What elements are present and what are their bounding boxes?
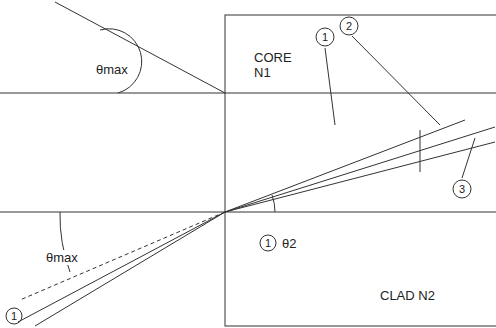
core-boundary	[0, 93, 496, 94]
refracted-ray	[225, 127, 495, 212]
callout-number: 1	[7, 309, 21, 324]
callout-number: 2	[342, 19, 356, 34]
leader-line	[352, 36, 440, 125]
leader-line	[420, 130, 421, 172]
angle-arc	[272, 195, 275, 212]
region-label: CORE N1	[254, 50, 298, 80]
leader-line	[462, 138, 475, 178]
incident-ray	[55, 2, 225, 93]
fiber-outline	[225, 15, 496, 326]
callout-number: 3	[455, 182, 469, 197]
callout-circle	[260, 235, 276, 251]
callout-circle	[453, 180, 471, 198]
callout-circle	[316, 28, 334, 46]
incident-ray	[18, 212, 225, 322]
callout-circle	[6, 308, 22, 324]
angle-label: θmax	[46, 250, 78, 265]
refracted-ray	[225, 142, 495, 212]
core-boundary	[0, 212, 496, 213]
normal-line	[20, 212, 225, 300]
incident-ray	[35, 212, 225, 326]
callout-number: 1	[261, 236, 275, 251]
angle-label: θmax	[96, 62, 128, 77]
region-label: CLAD N2	[380, 288, 435, 303]
refracted-ray	[225, 120, 465, 212]
callout-number: 1	[318, 30, 332, 45]
callout-circle	[340, 17, 358, 35]
leader-line	[325, 48, 335, 125]
angle-arc	[100, 29, 142, 93]
angle-label: θ2	[282, 236, 296, 251]
